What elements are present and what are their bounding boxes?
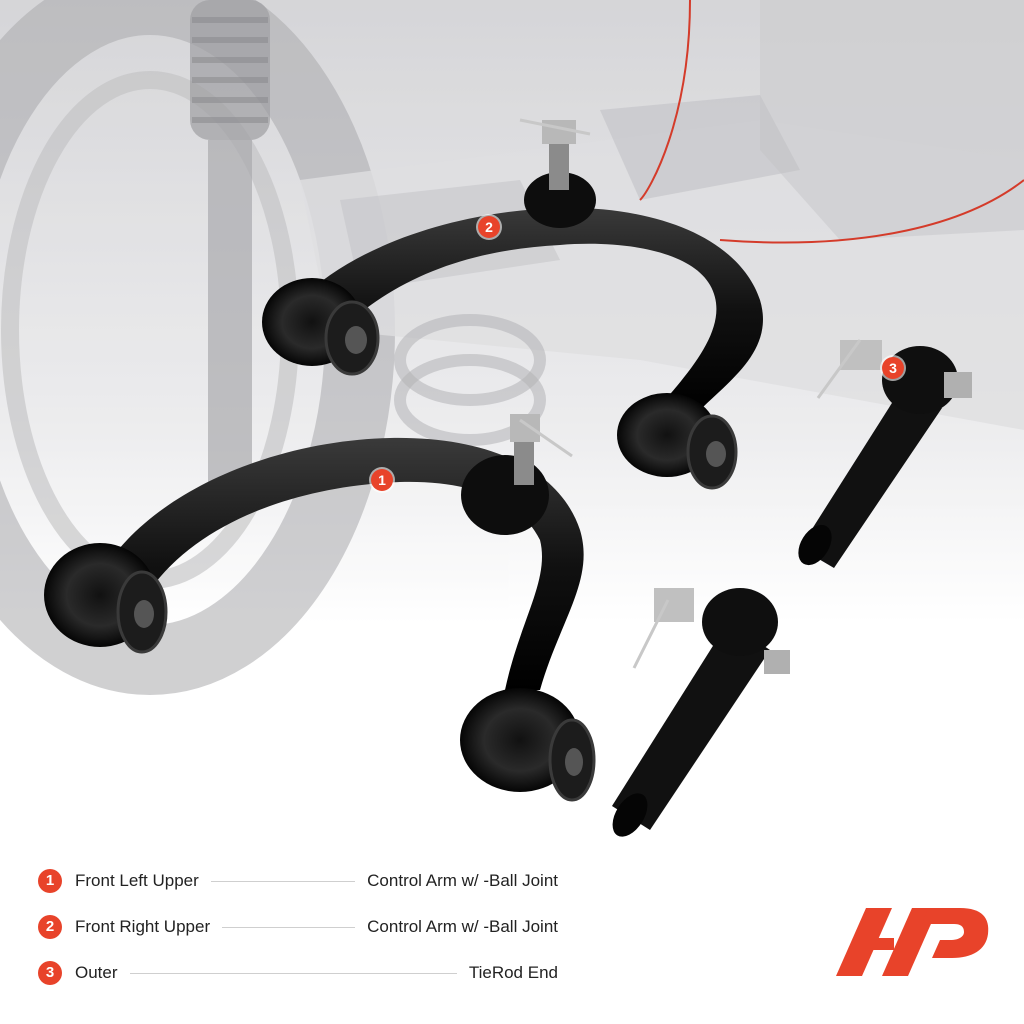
legend-position: Front Left Upper	[75, 871, 199, 890]
legend-position: Front Right Upper	[75, 917, 211, 936]
legend-item: 1 Front Left Upper Control Arm w/ -Ball …	[38, 858, 558, 904]
control-arm-front-right	[262, 118, 763, 490]
legend-part: TieRod End	[468, 963, 558, 982]
background-chassis	[0, 0, 1024, 760]
legend-position: Outer	[75, 963, 118, 982]
tie-rod-end-upper	[798, 339, 972, 568]
legend-divider	[210, 880, 356, 882]
tie-rod-end-lower	[612, 588, 790, 837]
legend-number: 1	[38, 869, 62, 893]
callout-badge-1: 1	[371, 469, 393, 491]
legend-divider	[129, 972, 457, 974]
callout-badge-2: 2	[478, 216, 500, 238]
legend-divider	[222, 926, 356, 928]
legend-number: 2	[38, 915, 62, 939]
callout-badge-3: 3	[882, 357, 904, 379]
control-arm-front-left	[44, 414, 596, 802]
legend-number: 3	[38, 961, 62, 985]
legend-item: 3 Outer TieRod End	[38, 950, 558, 996]
legend-item: 2 Front Right Upper Control Arm w/ -Ball…	[38, 904, 558, 950]
legend-part: Control Arm w/ -Ball Joint	[367, 871, 558, 890]
brand-logo-icon	[836, 908, 989, 976]
parts-legend: 1 Front Left Upper Control Arm w/ -Ball …	[38, 858, 558, 996]
legend-part: Control Arm w/ -Ball Joint	[367, 917, 558, 936]
